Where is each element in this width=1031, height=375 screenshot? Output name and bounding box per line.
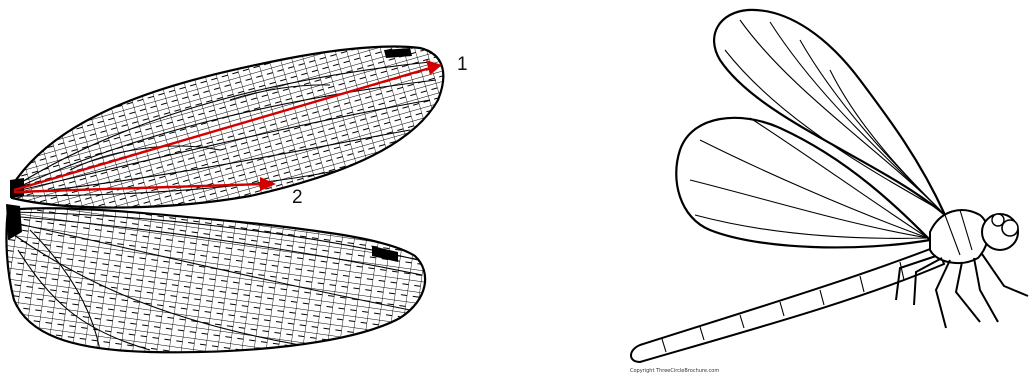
damselfly-abdomen [631,246,944,362]
damselfly-head [982,214,1018,250]
damselfly-illustration: Copyright ThreeCircleBrochure.com [600,0,1031,375]
damselfly-svg: Copyright ThreeCircleBrochure.com [600,0,1031,375]
wing-diagram-svg: 1 2 [0,0,520,375]
damselfly-thorax [930,210,988,263]
wing-diagram: 1 2 [0,0,520,375]
credit-text: Copyright ThreeCircleBrochure.com [630,368,719,374]
forewing [0,30,460,230]
arrow-label-2: 2 [292,187,303,208]
hindwing [0,200,440,360]
arrow-label-1: 1 [457,54,468,75]
